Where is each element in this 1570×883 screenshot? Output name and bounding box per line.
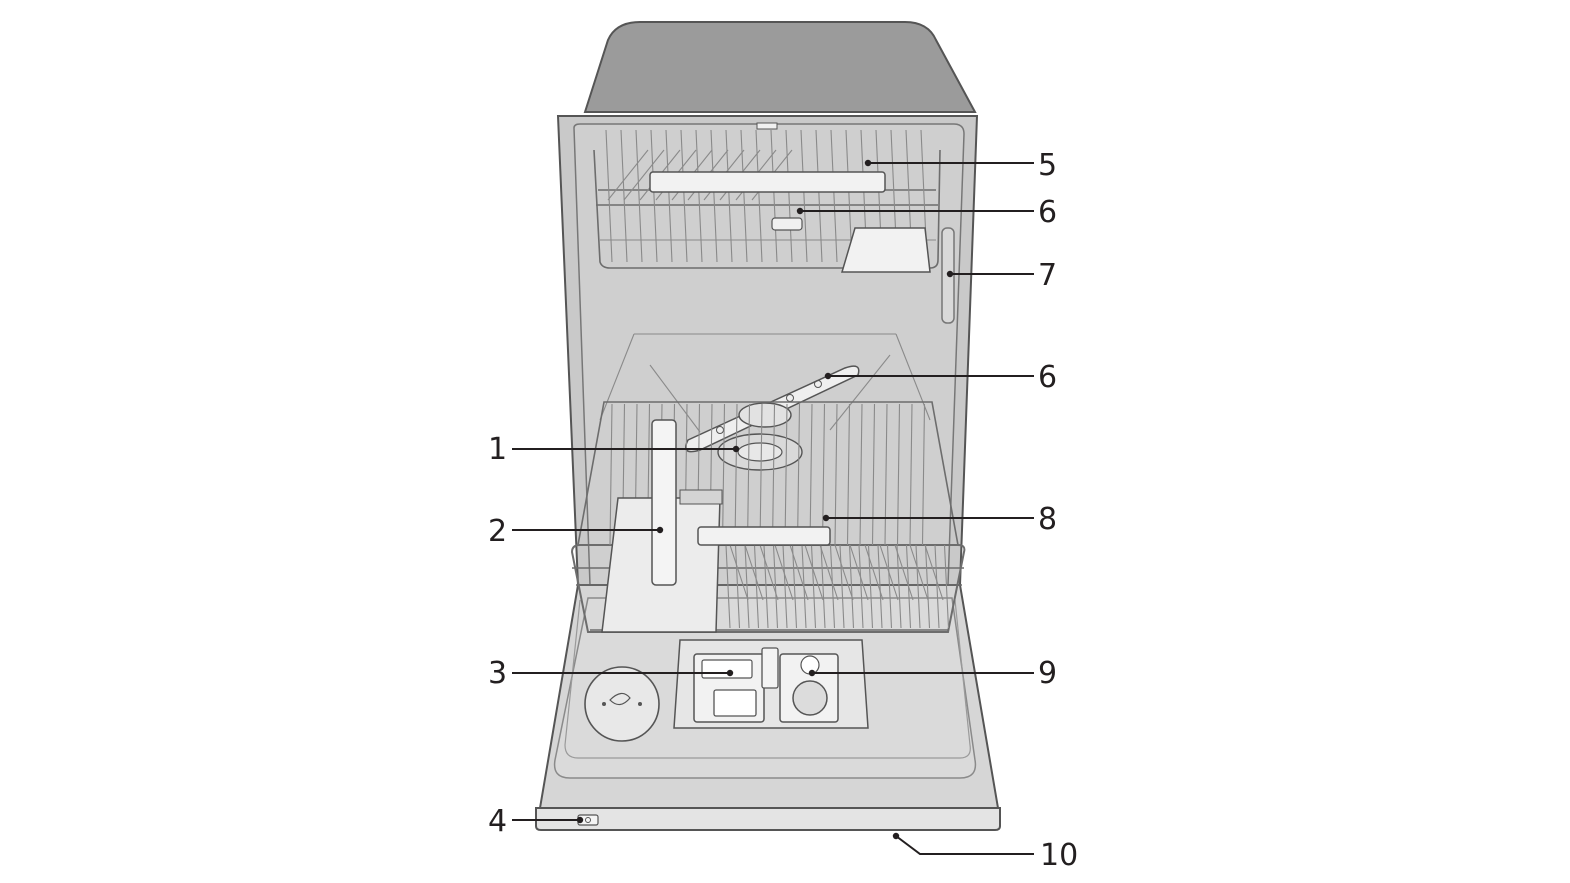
- lower-basket: [570, 401, 966, 633]
- filter-assembly: [717, 433, 803, 471]
- callout-5: 5: [1038, 148, 1057, 183]
- leader-9-dot: [808, 669, 816, 677]
- cup-shelf: [840, 227, 931, 273]
- callout-8: 8: [1038, 502, 1057, 537]
- callout-6b: 6: [1038, 360, 1057, 395]
- control-panel: [535, 807, 1001, 831]
- lower-basket-handle[interactable]: [697, 526, 831, 546]
- leader-6a-dot: [796, 207, 804, 215]
- cabinet-top: [583, 21, 977, 113]
- dispenser-latch[interactable]: [761, 647, 779, 689]
- dispenser-panel: [673, 639, 869, 729]
- upper-basket-handle[interactable]: [649, 171, 886, 193]
- leader-8-dot: [822, 514, 830, 522]
- callout-9: 9: [1038, 656, 1057, 691]
- door-liner-edge: [564, 599, 971, 759]
- leader-2-dot: [656, 526, 664, 534]
- callout-2: 2: [488, 514, 507, 549]
- power-button-glyph: [585, 817, 591, 823]
- callout-7: 7: [1038, 258, 1057, 293]
- callout-6a: 6: [1038, 195, 1057, 230]
- upper-basket: [593, 122, 941, 273]
- callouts: 1 2 3 4 5 6 7 6 8 9 10: [488, 148, 1078, 873]
- leader-10: [895, 835, 1034, 855]
- door-vent: [584, 666, 660, 742]
- leader-3-dot: [726, 669, 734, 677]
- callout-1: 1: [488, 432, 507, 467]
- leader-10-dot: [892, 832, 900, 840]
- leader-7-dot: [946, 270, 954, 278]
- callout-leaders: [512, 159, 1034, 855]
- leader-1-dot: [732, 445, 740, 453]
- callout-10: 10: [1040, 838, 1078, 873]
- leader-4-dot: [576, 816, 584, 824]
- top-nozzle: [756, 122, 778, 130]
- callout-3: 3: [488, 656, 507, 691]
- leader-6b-dot: [824, 372, 832, 380]
- cutlery-basket-handle[interactable]: [651, 419, 677, 586]
- callout-4: 4: [488, 804, 507, 839]
- leader-5-dot: [864, 159, 872, 167]
- upper-spray-arm-hub: [771, 217, 803, 231]
